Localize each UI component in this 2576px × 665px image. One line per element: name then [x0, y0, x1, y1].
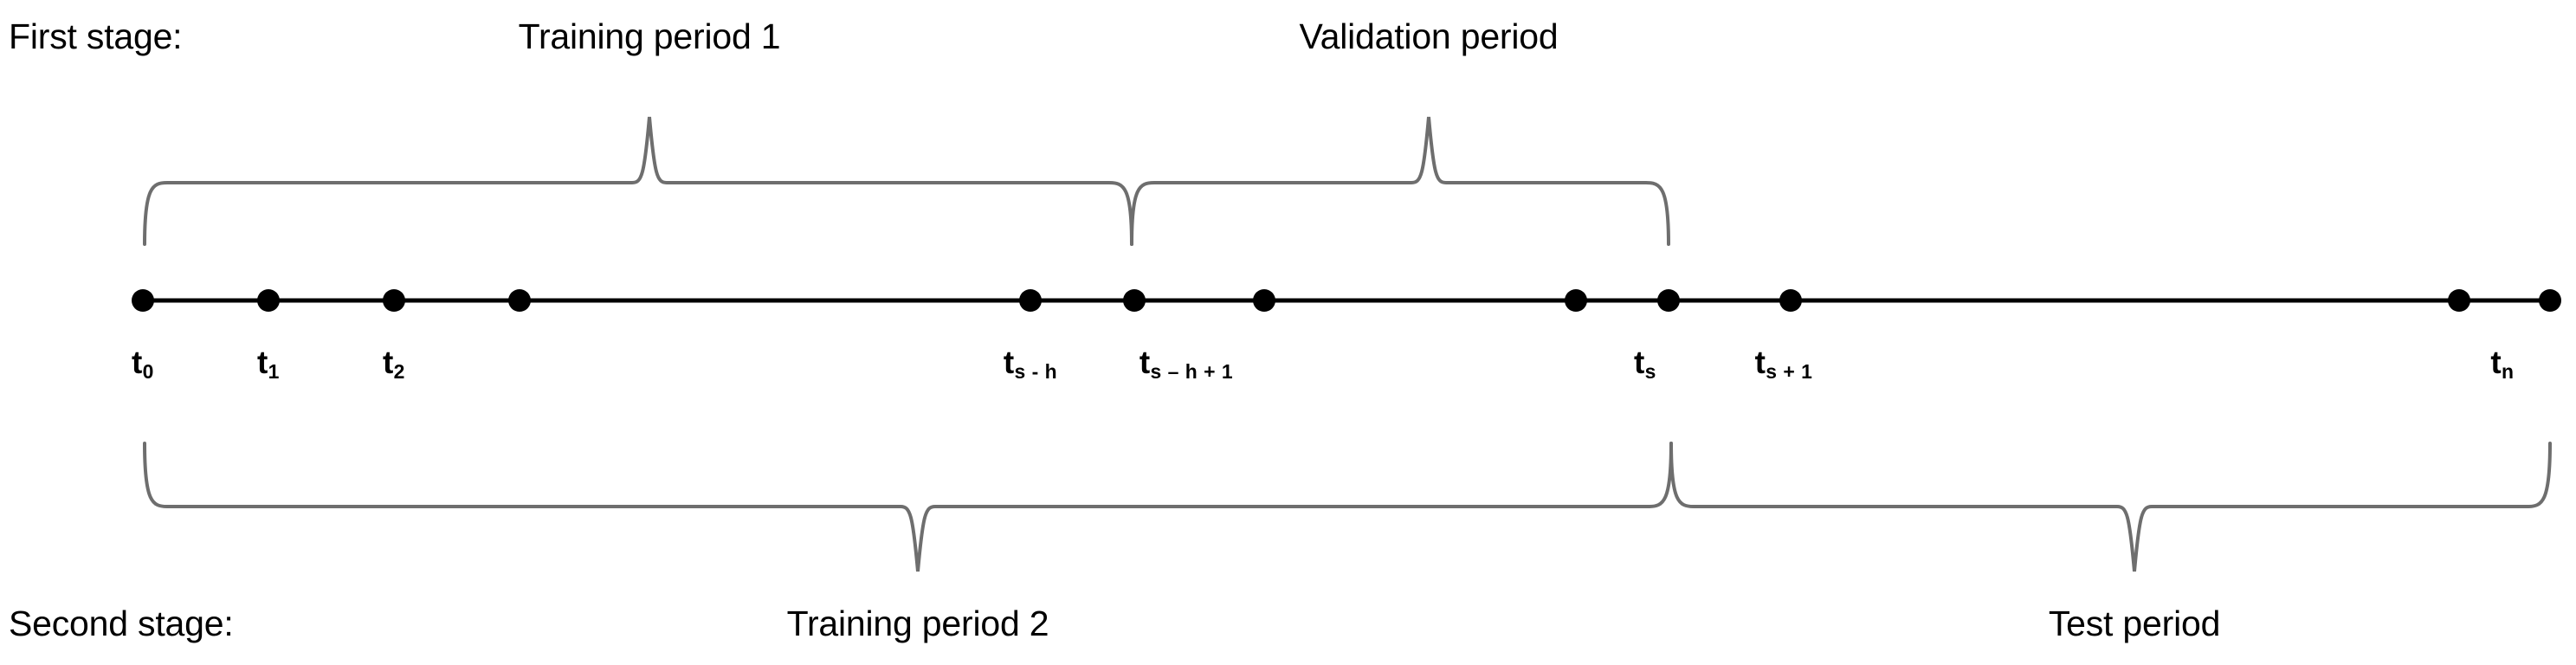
tick-label-base: t [383, 345, 394, 380]
top-brace-group [143, 116, 1670, 246]
timeline-dot [2448, 289, 2470, 312]
timeline-dot [1779, 289, 1802, 312]
timeline-dot [383, 289, 405, 312]
second-stage-label: Second stage: [9, 604, 234, 643]
first-stage-label: First stage: [9, 16, 183, 56]
tick-label-base: t [1139, 345, 1151, 380]
tick-label-base: t [1754, 345, 1766, 380]
timeline-dot [2539, 289, 2561, 312]
timeline-dot [1019, 289, 1042, 312]
tick-label-subscript: n [2502, 359, 2515, 383]
tick-label: ts - h [1003, 345, 1057, 381]
tick-label: t0 [132, 345, 154, 381]
training-period-2-label: Training period 2 [786, 604, 1049, 643]
timeline-dot [508, 289, 531, 312]
tick-label: tn [2490, 345, 2514, 381]
tick-label-base: t [1634, 345, 1645, 380]
tick-label: t2 [383, 345, 405, 381]
test-period-label: Test period [2048, 604, 2221, 643]
training-period-1-label: Training period 1 [518, 16, 781, 56]
tick-label: ts – h + 1 [1139, 345, 1233, 381]
tick-label-subscript: 0 [142, 359, 154, 383]
tick-label-base: t [2490, 345, 2502, 380]
tick-label-subscript: 2 [393, 359, 405, 383]
tick-label-subscript: s + 1 [1766, 359, 1813, 383]
brace [1669, 442, 2552, 572]
tick-label: ts + 1 [1754, 345, 1813, 381]
tick-label-subscript: 1 [268, 359, 280, 383]
brace [1130, 116, 1670, 246]
timeline-dot [1253, 289, 1275, 312]
timeline-dot [1657, 289, 1680, 312]
tick-label-subscript: s [1644, 359, 1656, 383]
tick-label: t1 [257, 345, 280, 381]
tick-label-subscript: s - h [1014, 359, 1058, 383]
timeline-dot-group [132, 289, 2561, 312]
tick-label-base: t [1003, 345, 1015, 380]
validation-period-label: Validation period [1299, 16, 1559, 56]
timeline-dot [1565, 289, 1587, 312]
timeline-dot [1123, 289, 1146, 312]
tick-label: ts [1634, 345, 1656, 381]
bottom-brace-group [143, 442, 2552, 572]
tick-label-subscript: s – h + 1 [1150, 359, 1234, 383]
tick-label-base: t [132, 345, 143, 380]
brace [143, 116, 1133, 246]
brace [143, 442, 1673, 572]
timeline-dot [132, 289, 154, 312]
timeline-dot [257, 289, 280, 312]
tick-label-base: t [257, 345, 268, 380]
